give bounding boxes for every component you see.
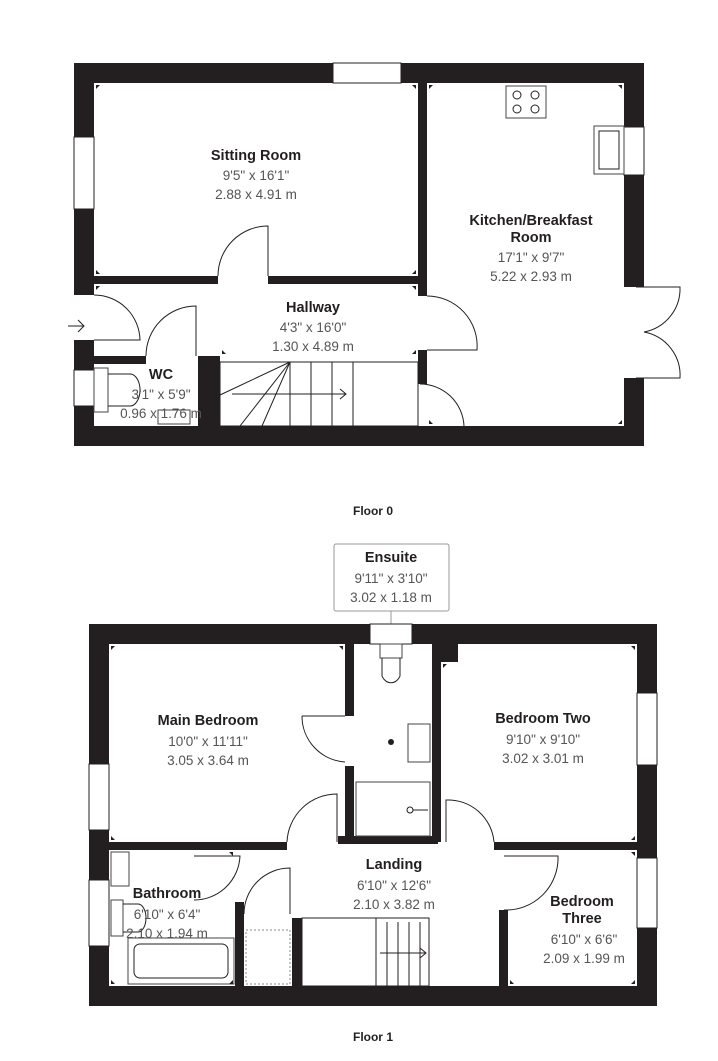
room-dimensions-metric: 2.88 x 4.91 m (215, 187, 297, 202)
door-main-bedroom (286, 793, 338, 843)
door-wc (145, 305, 197, 357)
room-name: Landing (366, 857, 422, 873)
window-bathroom (88, 879, 110, 947)
room-dimensions-metric: 5.22 x 2.93 m (490, 269, 572, 284)
room-dimensions-metric: 2.10 x 3.82 m (353, 897, 435, 912)
door-ensuite (301, 715, 346, 763)
wc-basin-icon (157, 409, 191, 425)
bathroom-basin-icon (110, 851, 130, 887)
window-kitchen-right (623, 126, 645, 176)
room-name: Bathroom (133, 886, 201, 902)
floor-0-plan: Sitting Room 9'5" x 16'1" 2.88 x 4.91 m … (68, 62, 681, 518)
ensuite-basin-icon (407, 723, 431, 763)
room-dimensions-imperial: 4'3" x 16'0" (280, 320, 347, 335)
staircase-floor-1 (301, 917, 430, 987)
ensuite-toilet-icon (379, 643, 403, 684)
room-dimensions-metric: 2.09 x 1.99 m (543, 951, 625, 966)
room-name: Main Bedroom (158, 713, 259, 729)
staircase-floor-0 (219, 361, 419, 427)
room-dimensions-imperial: 9'5" x 16'1" (223, 168, 290, 183)
door-cupboard-upper (243, 867, 291, 915)
door-cupboard (419, 383, 465, 427)
door-bedroom-three (503, 855, 559, 911)
floor-1-plan: Ensuite 9'11" x 3'10" 3.02 x 1.18 m Main… (88, 543, 658, 1044)
room-name: Kitchen/Breakfast (469, 213, 592, 229)
floor-label: Floor 0 (353, 504, 393, 518)
wc-toilet-icon (93, 367, 141, 413)
kitchen-sink-icon (593, 125, 625, 175)
room-dimensions-metric: 2.10 x 1.94 m (126, 926, 208, 941)
room-name: Ensuite (365, 550, 417, 566)
room-dimensions-metric: 3.02 x 1.18 m (350, 590, 432, 605)
door-front (93, 294, 141, 341)
door-bathroom (193, 855, 241, 901)
door-bedroom-two (445, 799, 495, 843)
room-name-line-2: Room (510, 230, 551, 246)
window-sitting-room-top (332, 62, 402, 84)
room-dimensions-imperial: 6'10" x 12'6" (357, 878, 431, 893)
window-bedroom-two (636, 692, 658, 766)
french-door-upper (636, 286, 681, 333)
room-name: Bedroom Two (495, 711, 591, 727)
room-dimensions-imperial: 3'1" x 5'9" (131, 387, 190, 402)
room-dimensions-imperial: 6'10" x 6'6" (551, 932, 618, 947)
room-dimensions-metric: 3.02 x 3.01 m (502, 751, 584, 766)
floor-label: Floor 1 (353, 1030, 393, 1044)
room-dimensions-metric: 0.96 x 1.76 m (120, 406, 202, 421)
room-name-line-2: Three (562, 911, 602, 927)
room-name: Sitting Room (211, 148, 301, 164)
room-name: WC (149, 367, 174, 383)
entrance-arrow-icon (68, 319, 85, 333)
window-sitting-room-left (73, 136, 95, 210)
room-name: Bedroom (550, 894, 614, 910)
window-main-bedroom (88, 763, 110, 831)
room-dimensions-imperial: 9'11" x 3'10" (354, 571, 427, 586)
room-dimensions-metric: 3.05 x 3.64 m (167, 753, 249, 768)
door-kitchen (426, 295, 478, 351)
airing-cupboard (245, 929, 291, 985)
room-dimensions-imperial: 10'0" x 11'11" (168, 734, 248, 749)
room-dimensions-imperial: 17'1" x 9'7" (498, 250, 565, 265)
window-bedroom-three (636, 857, 658, 929)
bath-tub-icon (127, 937, 235, 985)
shower-drain-icon (388, 739, 394, 745)
door-sitting-room (217, 225, 269, 277)
bathroom-toilet-icon (110, 899, 147, 937)
room-dimensions-imperial: 9'10" x 9'10" (506, 732, 580, 747)
window-wc (73, 369, 95, 407)
window-ensuite (369, 623, 413, 645)
room-dimensions-imperial: 6'10" x 6'4" (134, 907, 201, 922)
room-dimensions-metric: 1.30 x 4.89 m (272, 339, 354, 354)
french-door-lower (636, 331, 681, 379)
room-name: Hallway (286, 300, 340, 316)
hob-icon (505, 85, 547, 119)
shower-tray-icon (355, 781, 431, 837)
